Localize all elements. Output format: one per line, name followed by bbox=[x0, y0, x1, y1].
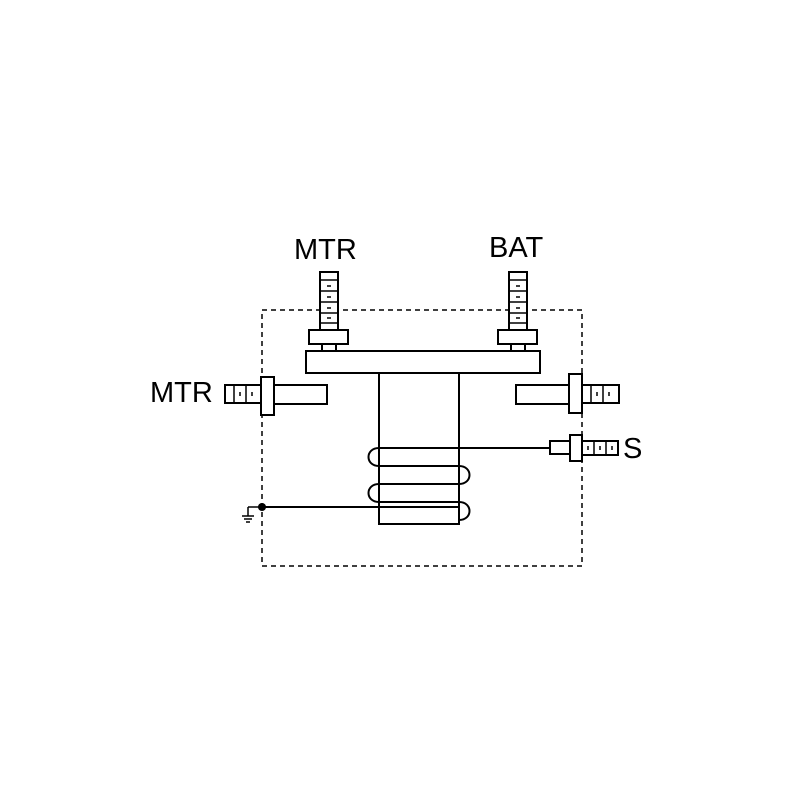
terminal-top-mtr bbox=[308, 271, 349, 352]
contact-plate bbox=[305, 350, 541, 374]
terminal-s bbox=[549, 434, 619, 462]
coil-winding bbox=[367, 447, 471, 521]
label-mtr-top: MTR bbox=[294, 234, 357, 266]
terminal-right bbox=[515, 373, 620, 414]
label-bat-top: BAT bbox=[489, 232, 544, 264]
terminal-left-mtr bbox=[224, 376, 328, 416]
ground-icon bbox=[242, 503, 266, 523]
label-mtr-left: MTR bbox=[150, 377, 213, 409]
terminal-top-bat bbox=[497, 271, 538, 352]
label-s: S bbox=[623, 433, 642, 465]
